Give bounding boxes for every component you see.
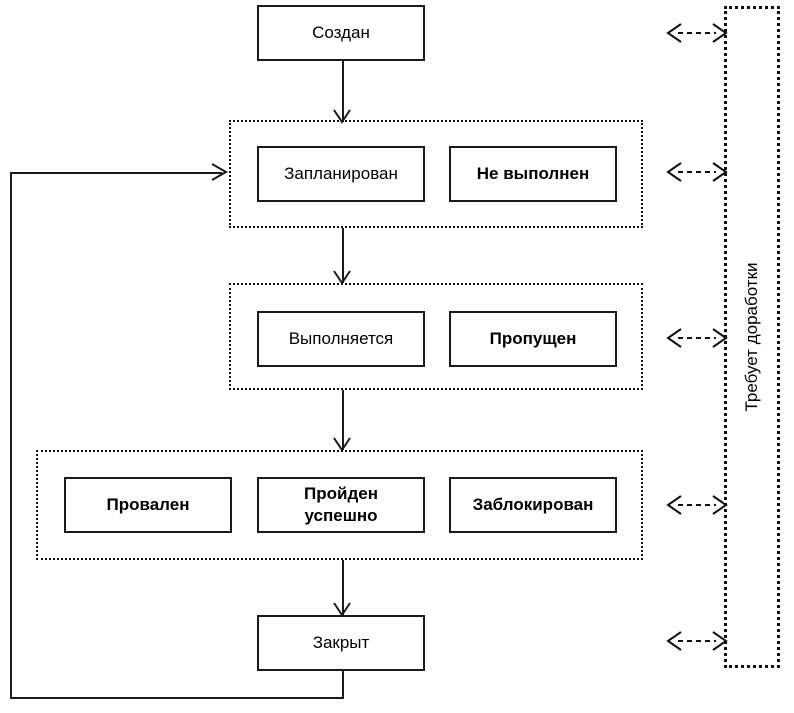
rework-arrow-inprogress (666, 328, 728, 348)
edge-planned-to-inprogress (342, 228, 344, 283)
state-passed-label-line1: Пройден (304, 484, 378, 503)
edge-inprogress-to-results (342, 390, 344, 450)
state-planned[interactable]: Запланирован (257, 146, 425, 202)
state-planned-label: Запланирован (284, 164, 398, 183)
rework-arrow-results (666, 495, 728, 515)
edge-loop-bottom (10, 697, 344, 699)
state-skipped[interactable]: Пропущен (449, 311, 617, 367)
edge-loop-left (10, 172, 12, 699)
group-in-progress (229, 283, 643, 390)
state-in-progress[interactable]: Выполняется (257, 311, 425, 367)
state-failed[interactable]: Провален (64, 477, 232, 533)
state-closed-label: Закрыт (312, 633, 370, 652)
edge-created-to-planned (342, 61, 344, 122)
rework-arrow-created (666, 23, 728, 43)
state-blocked[interactable]: Заблокирован (449, 477, 617, 533)
state-created-label: Создан (312, 23, 370, 42)
edge-loop-top (10, 172, 222, 174)
state-created[interactable]: Создан (257, 5, 425, 61)
state-skipped-label: Пропущен (489, 329, 577, 348)
state-not-done[interactable]: Не выполнен (449, 146, 617, 202)
rework-arrow-closed (666, 631, 728, 651)
state-failed-label: Провален (106, 495, 190, 514)
state-closed[interactable]: Закрыт (257, 615, 425, 671)
group-planned (229, 120, 643, 228)
rework-arrow-planned (666, 162, 728, 182)
state-in-progress-label: Выполняется (288, 329, 394, 348)
rework-lane: Требует доработки (724, 6, 780, 668)
rework-lane-label: Требует доработки (742, 262, 761, 412)
state-blocked-label: Заблокирован (472, 495, 594, 514)
state-passed[interactable]: Пройден успешно (257, 477, 425, 533)
edge-results-to-closed (342, 560, 344, 615)
state-not-done-label: Не выполнен (476, 164, 590, 183)
edge-loop-down (342, 671, 344, 697)
state-passed-label-line2: успешно (304, 506, 378, 525)
